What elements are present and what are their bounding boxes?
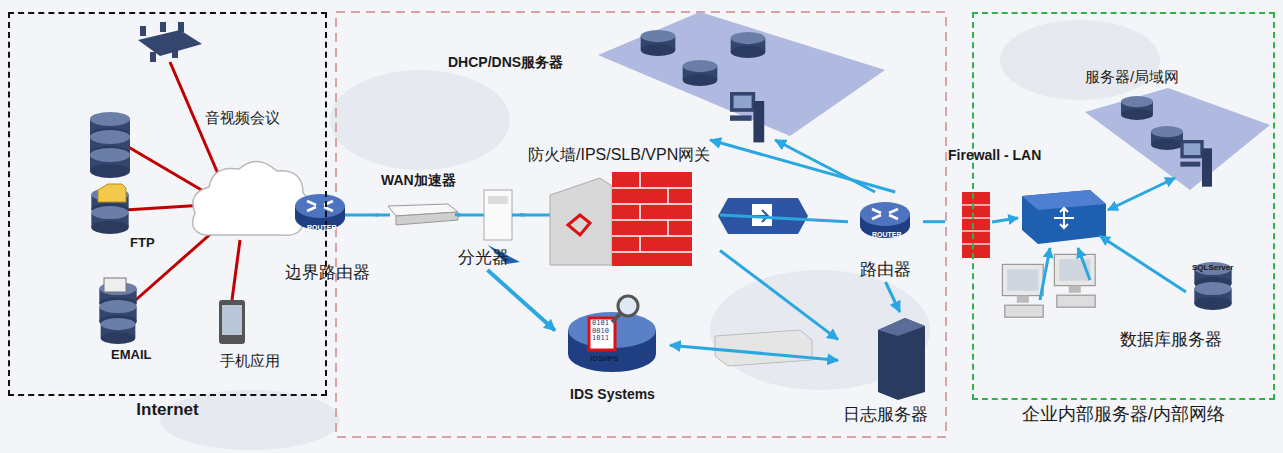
network-link xyxy=(775,140,875,192)
node-label: 数据库服务器 xyxy=(1120,330,1222,350)
network-link xyxy=(670,345,838,360)
node-label: 路由器 xyxy=(860,260,911,280)
node-label: WAN加速器 xyxy=(381,172,456,189)
network-link xyxy=(720,215,848,222)
node-label: 音视频会议 xyxy=(205,109,280,127)
node-label: 日志服务器 xyxy=(843,405,928,425)
lan-firewall: Firewall - LAN xyxy=(945,145,1047,263)
icon-label: SQLServer xyxy=(1192,264,1233,273)
node-label: 防火墙/IPS/SLB/VPN网关 xyxy=(528,145,710,164)
icon-label: 0101 0010 1011 xyxy=(592,320,614,343)
lan-server-group: 服务器/局域网 xyxy=(1082,66,1272,196)
log-server: 日志服务器 xyxy=(838,312,933,427)
network-link xyxy=(720,251,838,340)
icon-label: ROUTER xyxy=(872,231,902,239)
network-link xyxy=(520,213,525,216)
router-node: 边界路由器 xyxy=(280,185,375,285)
firewall-gateway: 防火墙/IPS/SLB/VPN网关 xyxy=(525,143,720,268)
network-link xyxy=(923,220,945,223)
splitter-node: 分光器 xyxy=(455,185,520,270)
region-heading: Internet xyxy=(10,400,325,420)
service-label: 手机应用 xyxy=(217,349,297,373)
network-link xyxy=(375,214,378,217)
node-label: IDS Systems xyxy=(570,386,655,403)
wan-accelerator: WAN加速器 xyxy=(378,170,461,230)
network-link xyxy=(710,140,895,192)
service-label: FTP xyxy=(127,232,167,254)
internal-region: 企业内部服务器/内部网络服务器/局域网数据库服务器 xyxy=(972,12,1275,400)
icon-label: ROUTER xyxy=(307,224,337,232)
network-link xyxy=(886,282,900,312)
node-label: FTP xyxy=(130,235,155,251)
node-label: Firewall - LAN xyxy=(948,147,1041,164)
node-label: 边界路由器 xyxy=(285,263,370,283)
internet-region: Internet音视频会议FTPEMAIL手机应用 xyxy=(8,12,327,396)
node-label: 手机应用 xyxy=(220,352,280,370)
icon-label: IDS/IPS xyxy=(590,355,618,364)
region-heading: 企业内部服务器/内部网络 xyxy=(974,404,1273,426)
node-label: 服务器/局域网 xyxy=(1085,68,1179,86)
database-server: 数据库服务器 xyxy=(1117,252,1257,352)
service-label: 音视频会议 xyxy=(202,106,294,130)
network-link xyxy=(488,270,556,330)
node-label: DHCP/DNS服务器 xyxy=(448,54,563,71)
node-label: 分光器 xyxy=(458,248,509,268)
ids-node: IDS Systems xyxy=(555,300,670,405)
service-label: EMAIL xyxy=(108,344,168,366)
network-link xyxy=(455,213,461,216)
node-label: EMAIL xyxy=(111,347,151,363)
dhcp-dns-group: DHCP/DNS服务器 xyxy=(445,10,890,140)
